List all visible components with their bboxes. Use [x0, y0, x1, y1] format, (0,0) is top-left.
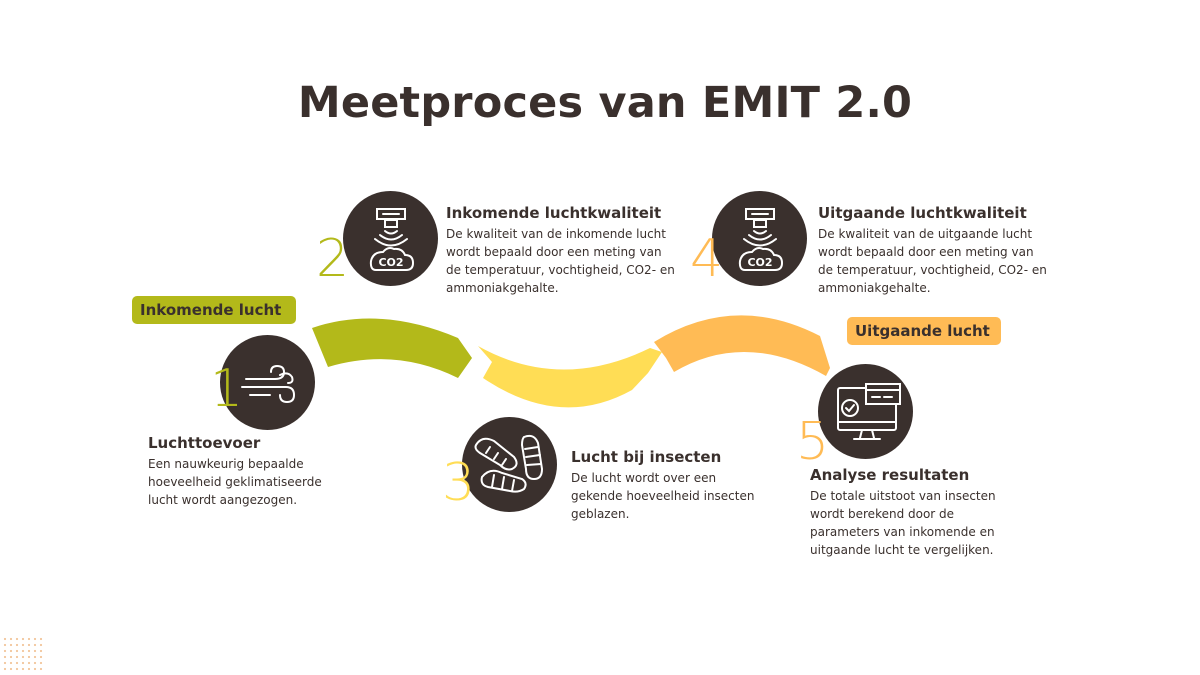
step-5-number: 5 [796, 412, 830, 472]
computer-check-icon [837, 383, 901, 440]
step-4-circle: CO2 [712, 191, 807, 286]
co2-label: CO2 [378, 256, 403, 269]
step-2-heading: Inkomende luchtkwaliteit [446, 204, 662, 222]
step-5-circle [818, 364, 913, 459]
co2-sensor-icon: CO2 [738, 208, 784, 271]
flow-segment-yellow [478, 346, 662, 408]
step-1-heading: Luchttoevoer [148, 434, 261, 452]
step-5-heading: Analyse resultaten [810, 466, 970, 484]
step-1-text: Luchttoevoer Een nauwkeurig bepaalde hoe… [148, 434, 353, 509]
tag-incoming-air: Inkomende lucht [132, 296, 296, 324]
step-4-body: De kwaliteit van de uitgaande lucht word… [818, 227, 1047, 295]
step-3-text: Lucht bij insecten De lucht wordt over e… [571, 448, 771, 523]
step-3-body: De lucht wordt over een gekende hoeveelh… [571, 471, 755, 521]
step-3-number: 3 [442, 453, 476, 513]
step-4-number: 4 [690, 229, 724, 289]
flow-segment-green [312, 318, 472, 378]
step-3-circle [462, 417, 557, 512]
flow-segment-orange [654, 315, 830, 376]
step-1-body: Een nauwkeurig bepaalde hoeveelheid gekl… [148, 457, 322, 507]
step-1-number: 1 [210, 359, 244, 419]
step-5-body: De totale uitstoot van insecten wordt be… [810, 489, 996, 557]
tag-outgoing-air: Uitgaande lucht [847, 317, 1001, 345]
co2-label: CO2 [747, 256, 772, 269]
step-5-text: Analyse resultaten De totale uitstoot va… [810, 466, 1020, 559]
step-3-heading: Lucht bij insecten [571, 448, 722, 466]
page-title: Meetproces van EMIT 2.0 [297, 78, 913, 128]
larvae-icon [474, 434, 544, 493]
step-1-circle [220, 335, 315, 430]
decorative-dot-grid [2, 636, 46, 672]
wind-icon [241, 364, 296, 404]
step-2-circle: CO2 [343, 191, 438, 286]
step-2-text: Inkomende luchtkwaliteit De kwaliteit va… [446, 204, 676, 297]
step-4-text: Uitgaande luchtkwaliteit De kwaliteit va… [818, 204, 1050, 297]
step-2-body: De kwaliteit van de inkomende lucht word… [446, 227, 675, 295]
step-2-number: 2 [316, 229, 350, 289]
co2-sensor-icon: CO2 [369, 208, 415, 271]
step-4-heading: Uitgaande luchtkwaliteit [818, 204, 1027, 222]
